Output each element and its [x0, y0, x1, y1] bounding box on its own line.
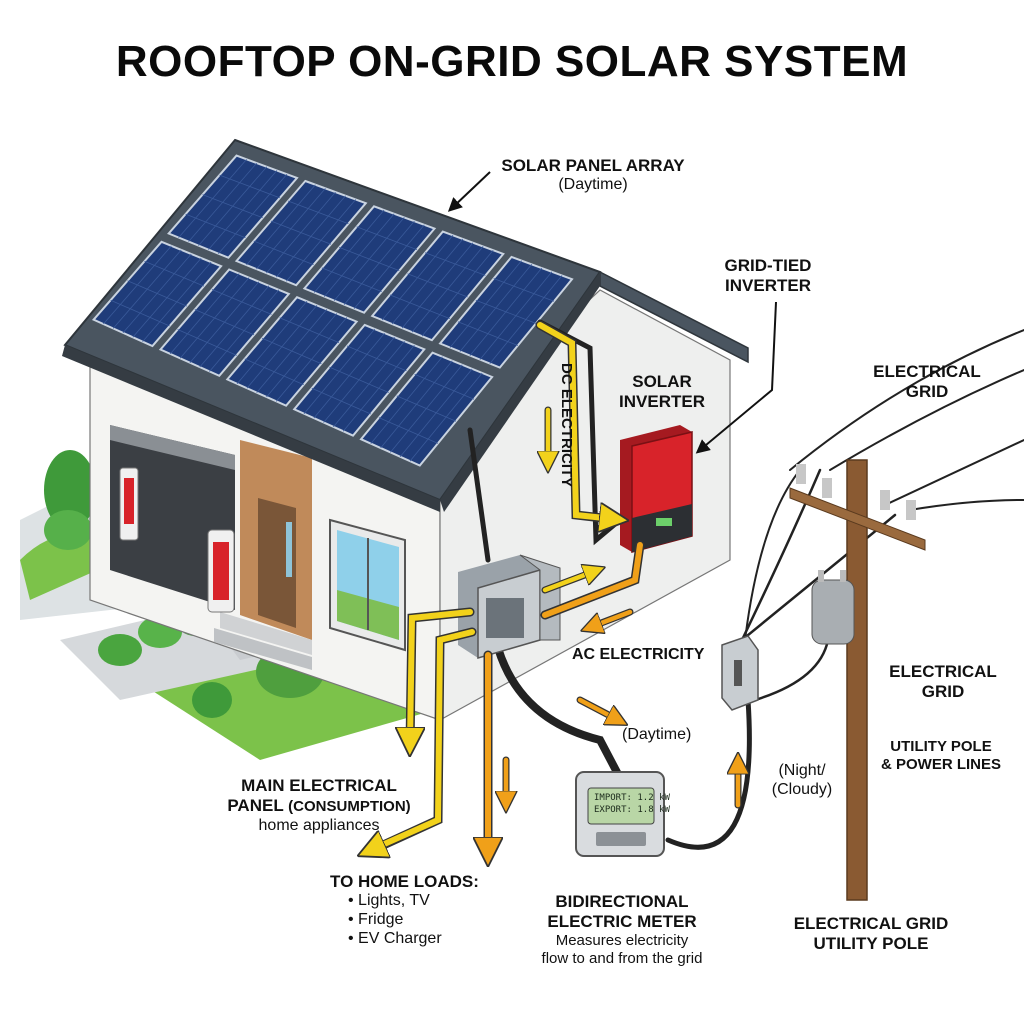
utility-pole-graphic — [789, 459, 926, 901]
solar-panel-array-title: SOLAR PANEL ARRAY — [501, 156, 685, 175]
panel-cell-line — [270, 220, 332, 245]
panel-cell-line — [219, 174, 281, 199]
solar-inverter-line2: INVERTER — [619, 392, 705, 412]
meter-row1-label: IMPORT: — [594, 793, 632, 803]
panel-cell-line — [414, 373, 475, 400]
home-loads-block: TO HOME LOADS: • Lights, TV • Fridge • E… — [330, 872, 479, 949]
pointer-lines — [447, 171, 777, 454]
panel-cell-line — [457, 321, 518, 346]
utility-pole-line1: UTILITY POLE — [890, 738, 992, 755]
panel-cell-line — [253, 240, 314, 266]
grid-tied-inverter-label: GRID-TIED INVERTER — [706, 256, 830, 296]
solar-panel-array-subtitle: (Daytime) — [558, 176, 628, 194]
night-cloudy-label: (Night/ (Cloudy) — [760, 762, 844, 800]
panel-cell-line — [389, 294, 450, 319]
meter-row1-value: 1.2 kW — [637, 793, 670, 803]
panel-cell-line — [279, 317, 340, 343]
meter-desc-line2: flow to and from the grid — [541, 949, 703, 967]
meter-graphic — [575, 771, 665, 857]
panel-cell-line — [378, 417, 439, 444]
panel-cell-line — [346, 345, 407, 372]
dc-flow-arrows — [535, 320, 620, 594]
electrical-grid-label-top: ELECTRICAL GRID — [860, 362, 994, 402]
home-loads-title: TO HOME LOADS: — [330, 872, 479, 891]
panel-cell-line — [396, 395, 457, 422]
electrical-grid-top-line1: ELECTRICAL — [873, 362, 981, 381]
meter-screen: IMPORT: 1.2 kW EXPORT: 1.8 kW — [594, 792, 670, 816]
electrical-grid-utility-pole-label: ELECTRICAL GRID UTILITY POLE — [776, 914, 966, 954]
disconnect-switch-graphic — [721, 635, 759, 711]
panel-cell-line — [261, 337, 322, 365]
panel-cell-line — [321, 267, 382, 292]
main-panel-line2a: PANEL — [227, 796, 284, 816]
meter-title-line1: BIDIRECTIONAL — [555, 892, 689, 911]
night-line2: (Cloudy) — [771, 780, 833, 798]
solar-inverter-line1: SOLAR — [632, 372, 692, 391]
utility-pole-power-lines-label: UTILITY POLE & POWER LINES — [866, 738, 1016, 773]
panel-cell-line — [202, 194, 263, 219]
meter-row2-label: EXPORT: — [594, 805, 632, 816]
panel-cell-line — [185, 213, 246, 239]
solar-panel-array-label: SOLAR PANEL ARRAY (Daytime) — [488, 156, 698, 195]
ev-chargers — [119, 467, 235, 613]
meter-desc-line1: Measures electricity — [555, 932, 689, 950]
main-panel-line3: home appliances — [258, 816, 380, 834]
panel-cell-line — [177, 329, 237, 356]
house-front — [89, 359, 441, 721]
panel-cell-line — [329, 366, 389, 393]
grid-tied-line2: INVERTER — [725, 276, 811, 296]
utility-pole-line2: & POWER LINES — [880, 755, 1001, 773]
page-title: ROOFTOP ON-GRID SOLAR SYSTEM — [115, 37, 909, 86]
ac-flow-arrows — [488, 540, 738, 855]
home-load-item: • Fridge — [348, 910, 404, 928]
bidirectional-meter-label: BIDIRECTIONAL ELECTRIC METER Measures el… — [512, 892, 732, 967]
panel-cell-line — [311, 387, 371, 415]
main-panel-line2b: (CONSUMPTION) — [288, 798, 411, 816]
solar-inverter-label: SOLAR INVERTER — [606, 372, 718, 412]
ac-electricity-label: AC ELECTRICITY — [572, 646, 705, 663]
electrical-grid-mid-line1: ELECTRICAL — [889, 662, 997, 681]
daytime-label: (Daytime) — [622, 726, 692, 743]
panel-cell-line — [475, 299, 537, 324]
panel-cell-line — [493, 278, 555, 302]
main-panel-line1: MAIN ELECTRICAL — [241, 776, 397, 795]
panel-cell-line — [407, 273, 468, 298]
panel-cell-line — [144, 260, 205, 287]
panel-cell-line — [194, 309, 255, 336]
panel-cell-line — [424, 252, 486, 276]
meter-row2-value: 1.8 kW — [637, 805, 670, 816]
inverter-graphic — [620, 425, 693, 553]
panel-cell-line — [110, 299, 170, 327]
panel-cell-line — [244, 358, 304, 386]
grid-tied-line1: GRID-TIED — [724, 256, 812, 275]
home-load-item: • EV Charger — [348, 929, 442, 947]
panel-cell-line — [211, 289, 272, 315]
main-panel-graphic — [458, 554, 561, 659]
electrical-grid-label-mid: ELECTRICAL GRID — [876, 662, 1010, 702]
panel-cell-line — [339, 247, 400, 271]
electrical-grid-mid-line2: GRID — [921, 682, 965, 702]
panel-cell-line — [287, 200, 349, 225]
night-line1: (Night/ — [778, 762, 826, 779]
dc-electricity-label: DC ELECTRICITY — [558, 363, 575, 488]
electrical-grid-top-line2: GRID — [905, 382, 949, 402]
solar-panel-array-graphic — [91, 154, 574, 467]
meter-title-line2: ELECTRIC METER — [547, 912, 697, 932]
home-load-arrows — [368, 607, 477, 852]
grid-pole-line2: UTILITY POLE — [813, 934, 929, 954]
panel-cell-line — [127, 280, 187, 307]
home-load-item: • Lights, TV — [348, 892, 430, 910]
panel-cell-line — [356, 226, 418, 250]
main-electrical-panel-label: MAIN ELECTRICAL PANEL (CONSUMPTION) home… — [214, 776, 424, 836]
grid-pole-line1: ELECTRICAL GRID — [793, 914, 949, 933]
